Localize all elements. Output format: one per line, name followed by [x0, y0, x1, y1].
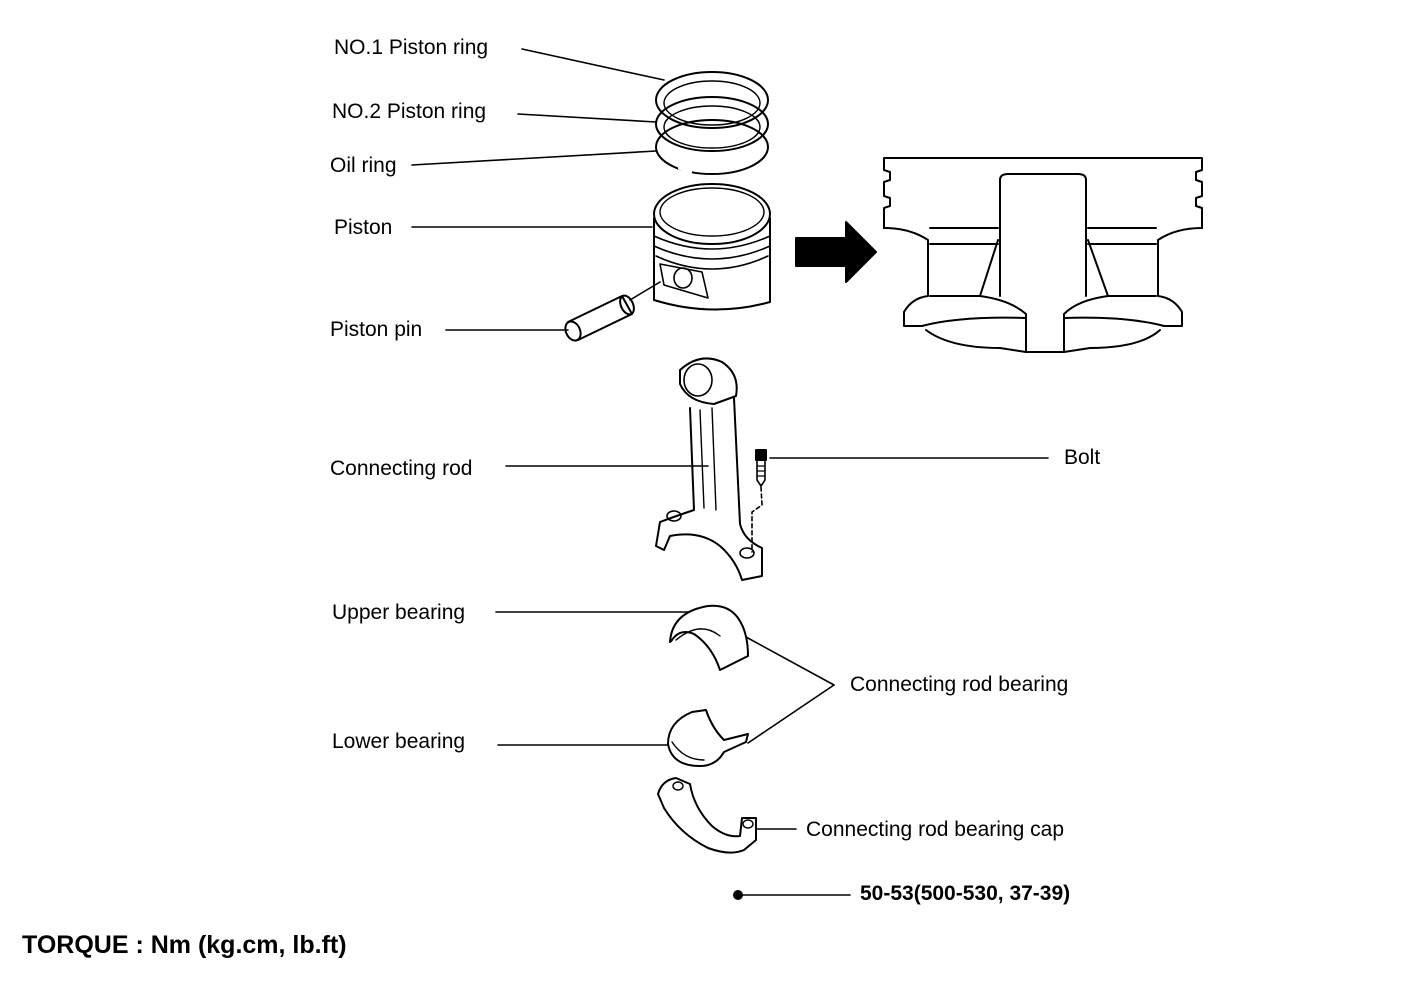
leader-no1-ring: [522, 49, 664, 80]
bolt-head: [756, 450, 766, 460]
no2-ring-inner: [664, 106, 760, 148]
section-center-web: [1000, 174, 1086, 296]
rod-bolt-hole-left: [667, 511, 681, 521]
leader-no2-ring: [518, 114, 656, 122]
label-oil-ring: Oil ring: [330, 154, 397, 177]
lower-bearing-inner: [672, 742, 704, 760]
bearing-cap-body: [658, 778, 756, 853]
rod-beam: [656, 398, 762, 580]
upper-bearing-shell: [670, 606, 748, 670]
section-bottom: [922, 318, 1164, 352]
label-piston-pin: Piston pin: [330, 318, 423, 341]
rod-small-end-bore: [684, 364, 712, 396]
piston-rings-illustration: [656, 72, 768, 174]
piston-crown: [654, 184, 770, 244]
label-lower-bearing: Lower bearing: [332, 730, 466, 753]
no1-piston-ring: [656, 72, 768, 128]
leader-oil-ring: [412, 151, 656, 165]
piston-groove-1: [654, 236, 770, 249]
torque-dot-icon: [734, 891, 742, 899]
leader-lines: [412, 49, 1048, 895]
bearing-cap-hole-left: [673, 782, 683, 790]
section-boss-left: [930, 228, 1026, 352]
label-torque-spec: 50-53(500-530, 37-39): [860, 882, 1071, 905]
oil-ring: [656, 120, 768, 174]
section-boss-right: [1064, 228, 1156, 352]
bolt-guide: [751, 486, 763, 553]
pin-end: [562, 319, 583, 343]
piston-body: [654, 218, 770, 310]
bolt-illustration: [756, 450, 766, 486]
no2-piston-ring: [656, 97, 768, 151]
piston-cross-section: [884, 158, 1202, 352]
leader-bearing-upper-branch: [746, 637, 834, 685]
label-no2-piston-ring: NO.2 Piston ring: [332, 100, 487, 123]
label-connecting-rod-bearing-cap: Connecting rod bearing cap: [806, 818, 1065, 841]
section-outline-top: [884, 158, 1202, 228]
section-left-skirt: [884, 228, 928, 326]
torque-legend: TORQUE : Nm (kg.cm, lb.ft): [22, 931, 347, 959]
bolt-shank: [757, 460, 765, 486]
leader-pin-to-piston: [630, 282, 660, 300]
label-connecting-rod-bearing: Connecting rod bearing: [850, 673, 1069, 696]
label-no1-piston-ring: NO.1 Piston ring: [334, 36, 489, 59]
leader-bearing-lower-branch: [748, 685, 834, 743]
rod-bolt-hole-right: [740, 548, 754, 558]
piston-groove-2: [654, 246, 770, 259]
bearing-cap-hole-right: [743, 820, 753, 828]
section-right-skirt: [1158, 228, 1202, 326]
right-arrow-icon: [796, 222, 876, 282]
rod-beam-rib-1: [700, 410, 704, 508]
pin-body: [568, 296, 632, 340]
piston-pin-illustration: [562, 293, 636, 343]
pin-far-end: [617, 293, 636, 316]
upper-bearing-inner: [676, 629, 720, 640]
rod-beam-rib-2: [712, 408, 716, 510]
no1-ring-inner: [664, 81, 760, 125]
piston-groove-3: [656, 256, 768, 269]
connecting-rod-illustration: [656, 358, 762, 580]
ring-gap: [683, 78, 698, 82]
piston-illustration: [654, 184, 770, 310]
rod-small-end: [680, 358, 737, 404]
ring-gap-2: [680, 168, 690, 172]
piston-crown-inner: [660, 188, 764, 236]
label-bolt: Bolt: [1064, 446, 1101, 469]
label-piston: Piston: [334, 216, 393, 239]
label-upper-bearing: Upper bearing: [332, 601, 466, 624]
piston-pin-hole: [674, 268, 692, 288]
lower-bearing-shell: [668, 710, 748, 766]
label-connecting-rod: Connecting rod: [330, 457, 473, 480]
bearing-cap-illustration: [658, 778, 756, 853]
lower-bearing-illustration: [668, 710, 748, 766]
upper-bearing-illustration: [670, 606, 748, 670]
